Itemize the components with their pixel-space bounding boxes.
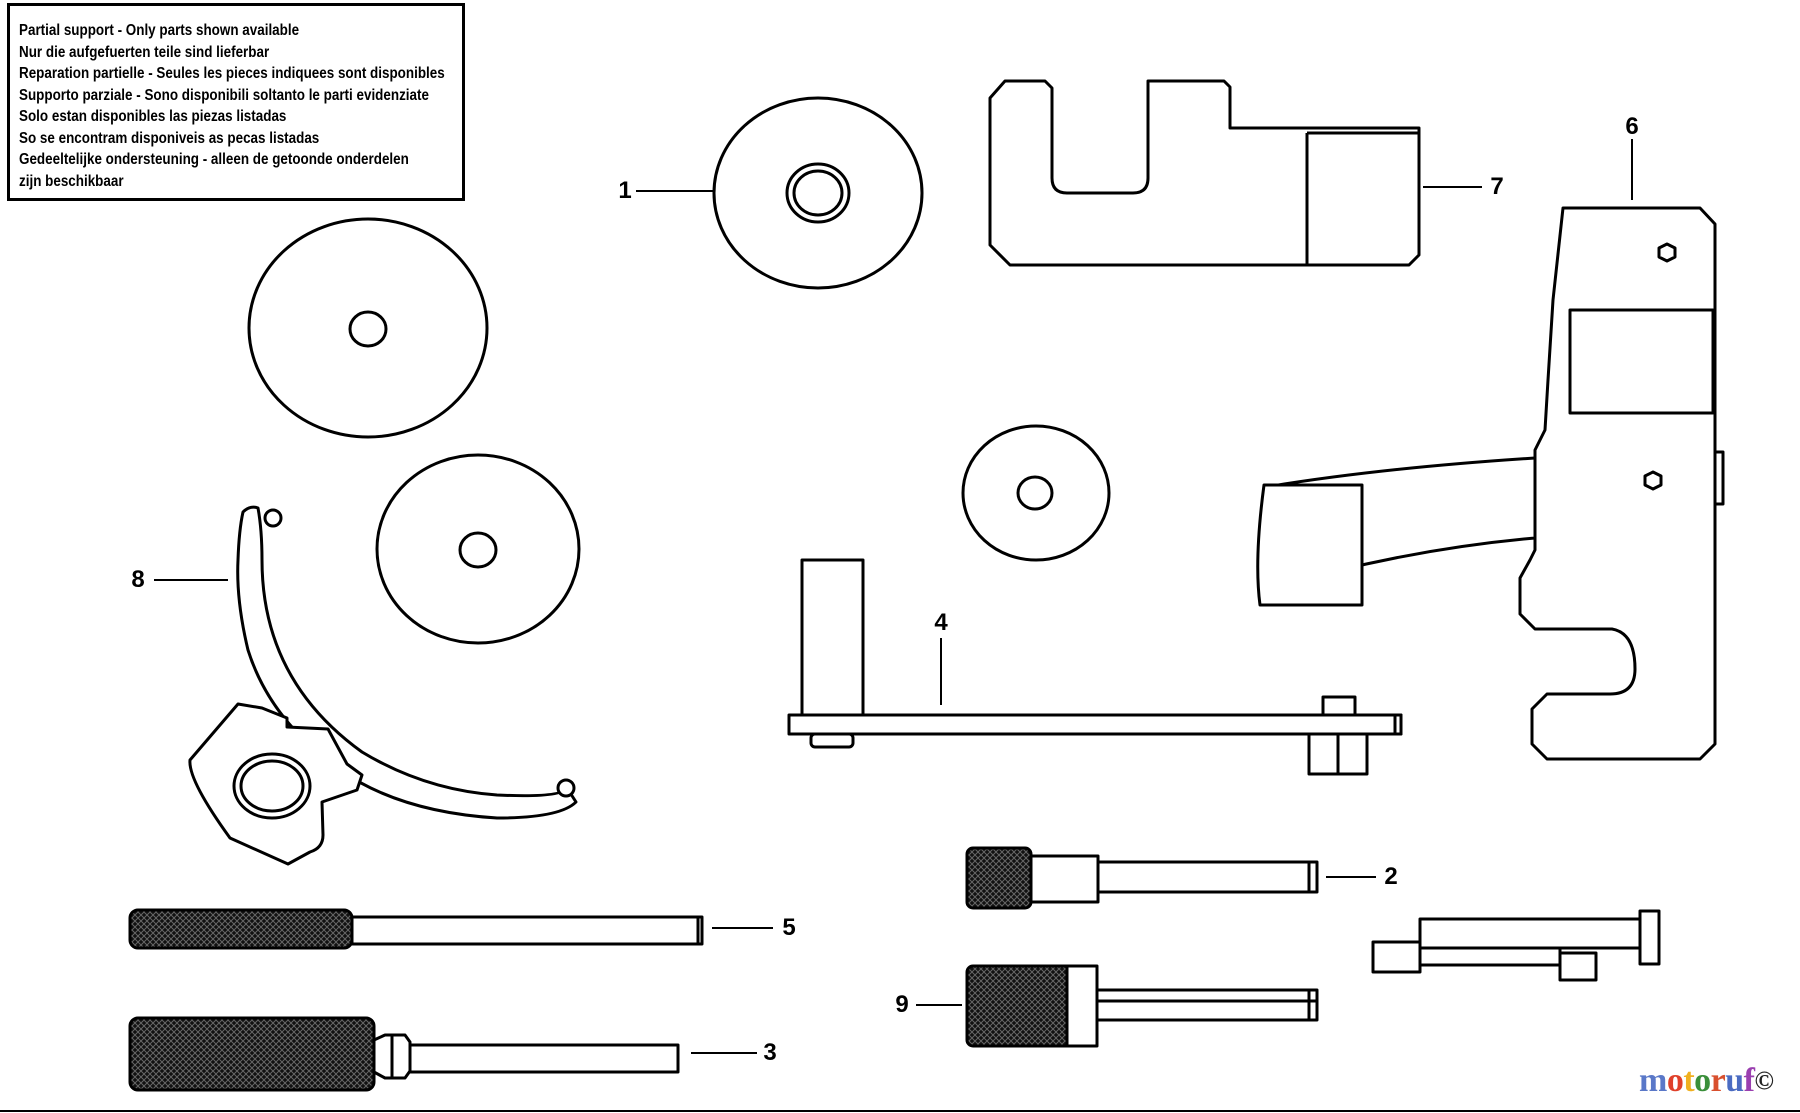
notice-line-pt: So se encontram disponiveis as pecas lis… — [19, 129, 320, 147]
large-disc-left — [247, 217, 489, 439]
notice-line-de: Nur die aufgefuerten teile sind lieferba… — [19, 43, 270, 61]
notice-line-it: Supporto parziale - Sono disponibili sol… — [19, 86, 429, 104]
notice-line-nl: Gedeeltelijke ondersteuning - alleen de … — [19, 151, 409, 168]
alignment-bar-part-4 — [787, 558, 1403, 776]
motoruf-watermark-logo: motoruf© — [1639, 1062, 1774, 1099]
bracket-part-6 — [1256, 206, 1725, 761]
flywheel-holder-part-8 — [188, 505, 578, 866]
timing-pin-part-2 — [965, 846, 1319, 910]
timing-pin-part-3 — [128, 1016, 680, 1092]
callout-3: 3 — [763, 1039, 777, 1066]
locking-plate-part-7 — [988, 79, 1421, 267]
callout-4: 4 — [934, 609, 948, 636]
callout-8: 8 — [131, 566, 145, 593]
callout-5: 5 — [782, 914, 796, 941]
notice-line-nl-2: zijn beschikbaar — [19, 172, 124, 190]
disc-center — [961, 424, 1111, 562]
notice-line-en: Partial support - Only parts shown avail… — [19, 22, 300, 39]
partial-support-notice: Partial support - Only parts shown avail… — [7, 3, 465, 201]
timing-pin-part-5 — [128, 908, 704, 950]
callout-2: 2 — [1384, 863, 1398, 890]
callout-1: 1 — [618, 177, 632, 204]
double-pin-unnumbered — [1371, 909, 1661, 982]
callout-7: 7 — [1490, 173, 1504, 200]
washer-part-1 — [712, 96, 924, 290]
callout-6: 6 — [1625, 113, 1639, 140]
notice-line-es: Solo estan disponibles las piezas listad… — [19, 108, 287, 125]
timing-pin-part-9 — [965, 964, 1319, 1048]
notice-line-fr: Reparation partielle - Seules les pieces… — [19, 65, 445, 82]
disc-middle-left — [375, 453, 581, 645]
callout-9: 9 — [895, 991, 909, 1018]
leader-lines — [154, 139, 1633, 1054]
